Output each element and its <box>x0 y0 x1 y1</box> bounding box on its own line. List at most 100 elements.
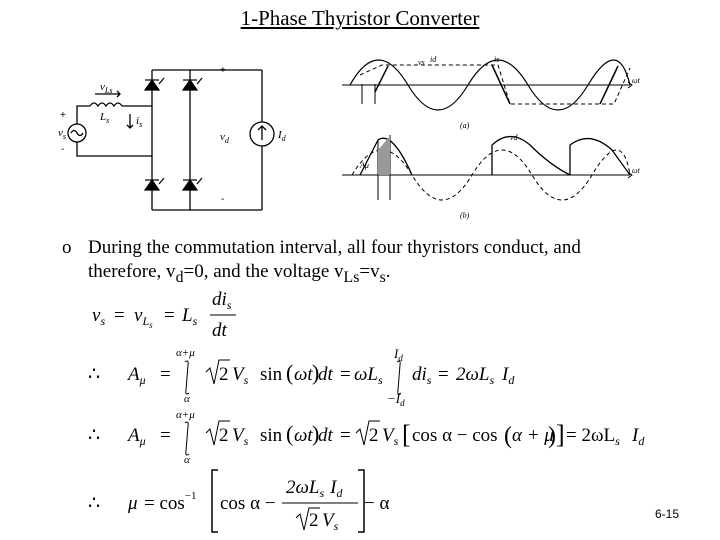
svg-text:]: ] <box>556 420 565 449</box>
svg-text:[: [ <box>402 420 411 449</box>
svg-text:Ls: Ls <box>181 305 198 328</box>
svg-text:2: 2 <box>309 510 319 531</box>
svg-text:cos α −: cos α − <box>220 493 276 514</box>
svg-text:2: 2 <box>219 364 229 385</box>
svg-text:=: = <box>340 364 351 385</box>
bullet-text: During the commutation interval, all fou… <box>88 236 668 290</box>
svg-text:(: ( <box>286 360 293 385</box>
wave-b-label-b: (b) <box>460 211 470 220</box>
svg-text:= 2ωLs: = 2ωLs <box>566 425 620 448</box>
label-Id: Id <box>277 129 287 143</box>
svg-text:): ) <box>312 421 319 446</box>
svg-text:Id: Id <box>393 346 403 363</box>
bullet-line2-c: =v <box>359 261 380 282</box>
wave-b-label-Amu: Aμ <box>359 161 369 170</box>
svg-text:2: 2 <box>369 425 379 446</box>
svg-text:=: = <box>164 305 175 326</box>
svg-text:vs: vs <box>92 305 105 328</box>
label-is: is <box>136 115 142 129</box>
svg-text:Aμ: Aμ <box>126 425 146 448</box>
label-plus-dc: + <box>220 65 226 76</box>
commutation-area <box>378 136 390 175</box>
svg-text:Vs: Vs <box>232 364 249 387</box>
wave-b-label-vd: vd <box>510 133 519 142</box>
svg-text:Vs: Vs <box>382 425 399 448</box>
svg-text:= cos−1: = cos−1 <box>144 490 197 514</box>
equation-3: ∴ Aμ = α+μ α 2 Vs sin ( ωt ) dt = 2 Vs [… <box>88 409 645 466</box>
equation-2: ∴ Aμ = α+μ α 2 Vs sin ( ωt ) dt = ωLs Id… <box>88 346 515 408</box>
label-minus-src: - <box>61 144 64 155</box>
svg-text:=: = <box>114 305 125 326</box>
wave-a-label-wt: ωt <box>632 76 641 85</box>
svg-text:Vs: Vs <box>322 510 339 533</box>
svg-text:2: 2 <box>219 425 229 446</box>
ac-source-tilde <box>70 129 84 137</box>
svg-text:dis: dis <box>212 289 232 312</box>
waveform-b <box>342 135 633 201</box>
label-minus-dc: - <box>221 194 224 205</box>
bullet-sub-Ls: Ls <box>343 268 360 286</box>
inductor-symbol <box>89 102 123 108</box>
svg-text:Vs: Vs <box>232 425 249 448</box>
bullet-line1: During the commutation interval, all fou… <box>88 237 581 258</box>
svg-text:2ωLs: 2ωLs <box>456 364 494 387</box>
svg-text:α+μ: α+μ <box>176 347 195 359</box>
svg-text:=: = <box>340 425 351 446</box>
wave-b-label-wt: ωt <box>632 166 641 175</box>
thyristor-T4 <box>143 177 165 191</box>
bullet-sub-s: s <box>379 268 386 286</box>
equation-1: vs = vLs = Ls dis dt <box>92 289 236 341</box>
svg-text:=: = <box>160 425 171 446</box>
svg-text:dt: dt <box>318 364 334 385</box>
waveform-a <box>342 59 633 111</box>
svg-text:−Id: −Id <box>387 391 405 408</box>
svg-text:sin: sin <box>260 364 283 385</box>
wave-a-label-vs: vs <box>418 58 425 67</box>
converter-figure: vs vLs Ls is vd Id + - + - vs id is ωt (… <box>58 55 641 220</box>
svg-text:cos α − cos: cos α − cos <box>412 425 498 446</box>
label-vLs: vLs <box>100 81 112 95</box>
wave-a-label-a: (a) <box>460 121 470 130</box>
current-arrow <box>126 114 134 129</box>
svg-text:sin: sin <box>260 425 283 446</box>
dc-current-source <box>249 121 275 147</box>
svg-text:dis: dis <box>412 364 432 387</box>
svg-text:∴: ∴ <box>88 364 100 385</box>
svg-text:(: ( <box>286 421 293 446</box>
svg-text:(: ( <box>504 423 512 449</box>
svg-text:): ) <box>548 423 556 449</box>
svg-text:): ) <box>312 360 319 385</box>
svg-text:∴: ∴ <box>88 493 100 514</box>
svg-text:vLs: vLs <box>134 305 153 330</box>
svg-text:dt: dt <box>318 425 334 446</box>
svg-text:μ: μ <box>127 493 138 514</box>
svg-text:α: α <box>184 454 190 466</box>
thyristor-T2 <box>181 177 203 191</box>
thyristor-T3 <box>181 77 203 91</box>
label-vd: vd <box>220 131 230 145</box>
page-title: 1-Phase Thyristor Converter <box>240 6 480 30</box>
svg-text:Aμ: Aμ <box>126 364 146 387</box>
wave-a-label-id: id <box>430 55 437 64</box>
bullet-line2-d: . <box>385 261 391 282</box>
label-vs: vs <box>58 127 66 141</box>
svg-text:ωt: ωt <box>294 425 313 446</box>
svg-text:α+μ: α+μ <box>176 409 195 421</box>
svg-text:∴: ∴ <box>88 425 100 446</box>
svg-text:α: α <box>184 393 190 405</box>
label-Ls: Ls <box>99 111 109 125</box>
svg-text:ωLs: ωLs <box>354 364 383 387</box>
svg-text:=: = <box>438 364 449 385</box>
svg-text:=: = <box>160 364 171 385</box>
label-plus-src: + <box>60 110 66 121</box>
svg-text:Id: Id <box>501 364 515 387</box>
svg-text:− α: − α <box>364 493 389 514</box>
bullet-marker: o <box>62 237 72 258</box>
svg-text:Id: Id <box>631 425 645 448</box>
bullet-line2-a: therefore, v <box>88 261 176 282</box>
page-number: 6-15 <box>655 507 680 521</box>
svg-text:dt: dt <box>212 320 228 341</box>
